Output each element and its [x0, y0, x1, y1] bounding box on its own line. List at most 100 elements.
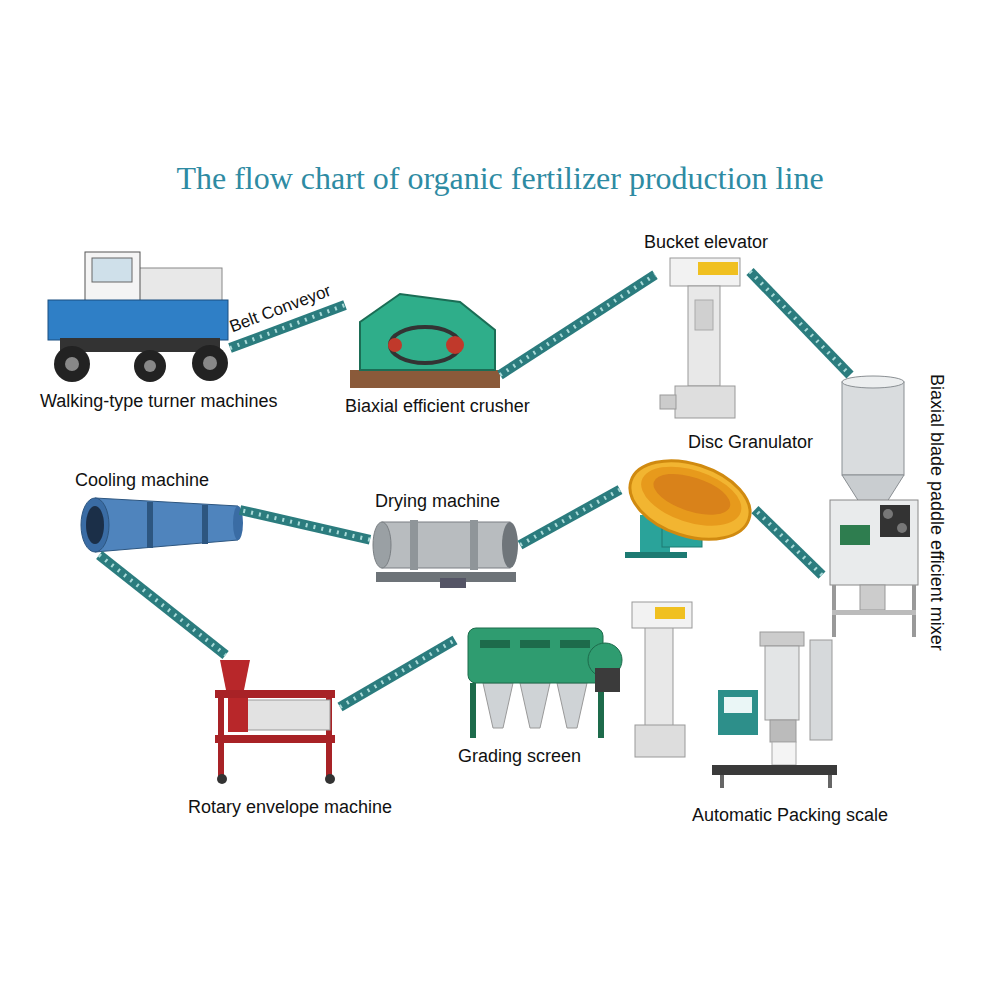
turner-body — [48, 300, 228, 340]
screen-hopper — [557, 683, 587, 728]
machine-label: Bucket elevator — [644, 232, 768, 253]
coater-frame — [215, 690, 335, 698]
belt-conveyor — [750, 272, 850, 376]
drying-machine — [373, 520, 518, 588]
conveyor-truss — [340, 640, 455, 707]
elevator-head — [632, 602, 692, 628]
machine-label: Grading screen — [458, 746, 581, 767]
bucket-elevator — [632, 602, 692, 757]
dryer-motor — [440, 578, 466, 588]
disc-inner — [649, 466, 736, 523]
screen-slot — [480, 640, 510, 648]
dryer-band — [470, 520, 478, 570]
machine-label: Automatic Packing scale — [692, 805, 888, 826]
mixer-outlet — [860, 585, 885, 610]
conveyor-truss — [520, 490, 620, 545]
machine-node: Walking-type turner machines — [40, 245, 230, 385]
scale-control-box — [718, 690, 758, 735]
dryer-drum — [382, 522, 510, 568]
scale-clamp — [770, 720, 796, 742]
elevator-column — [645, 626, 673, 726]
machine-label: Walking-type turner machines — [40, 391, 277, 412]
machine-node: Drying machine — [370, 515, 520, 590]
disc-rim — [620, 447, 760, 554]
cooler-opening — [86, 506, 104, 544]
screen-drum — [468, 628, 603, 683]
conveyor-belt — [99, 555, 225, 655]
belt-conveyor — [340, 640, 455, 707]
machine-node: Rotary envelope machine — [210, 655, 340, 785]
conveyor-label: Belt Conveyor — [227, 281, 334, 337]
elevator-boot — [635, 725, 685, 757]
mixer-machine — [830, 376, 918, 637]
disc-granulator — [620, 447, 760, 558]
machine-label: Biaxial efficient crusher — [345, 396, 530, 417]
crusher-machine — [350, 294, 500, 388]
scale-leg — [828, 775, 832, 788]
crusher-pulley — [388, 338, 402, 352]
scale-leg — [720, 775, 724, 788]
cooler-drum — [95, 498, 238, 552]
machine-node: Disc Granulator — [620, 455, 755, 560]
bucket-elevator — [660, 258, 740, 418]
conveyor-belt — [500, 275, 655, 375]
dryer-band — [410, 520, 418, 570]
elevator-column — [688, 286, 720, 386]
packing-scale — [712, 632, 837, 788]
conveyor-belt — [340, 640, 455, 707]
turner-window — [92, 258, 132, 282]
mixer-frame — [830, 500, 918, 585]
crusher-body — [360, 294, 495, 370]
turner-wheel — [54, 346, 90, 382]
belt-conveyor — [500, 275, 655, 375]
mixer-pulley — [897, 523, 907, 533]
screen-hopper — [520, 683, 550, 728]
turner-machine — [48, 252, 228, 382]
machine-node: Biaxial blade paddle efficient mixer — [822, 375, 922, 640]
chart-title: The flow chart of organic fertilizer pro… — [0, 160, 1000, 197]
machine-label: Cooling machine — [75, 470, 209, 491]
scale-conveyor — [712, 765, 837, 775]
belt-conveyor — [755, 510, 822, 575]
cooling-machine — [81, 498, 243, 552]
conveyor-belt — [750, 272, 850, 376]
turner-wheel — [134, 350, 166, 382]
elevator-cap — [655, 607, 685, 619]
dryer-end — [373, 522, 391, 568]
conveyor-belt — [240, 510, 370, 540]
belt-conveyor — [520, 490, 620, 545]
turner-hub — [65, 357, 79, 371]
machine-node: Grading screen — [455, 615, 625, 740]
coater-drum — [245, 700, 330, 730]
machine-label: Disc Granulator — [688, 432, 813, 453]
crusher-pulley — [446, 336, 464, 354]
conveyor-truss — [500, 275, 655, 375]
scale-tower — [810, 640, 832, 740]
scale-hopper — [760, 632, 804, 646]
conveyor-truss — [750, 272, 850, 376]
turner-underframe — [60, 338, 220, 352]
conveyor-belt — [520, 490, 620, 545]
cooler-band — [202, 505, 208, 544]
screen-leg — [470, 683, 476, 738]
machine-label: Drying machine — [375, 491, 500, 512]
conveyor-belt — [755, 510, 822, 575]
conveyor-truss — [99, 555, 225, 655]
coater-cap — [228, 698, 248, 732]
turner-wheel — [192, 345, 228, 381]
machine-node: Automatic Packing scale — [710, 630, 840, 790]
dryer-end — [502, 522, 518, 568]
scale-column — [765, 646, 799, 720]
cooler-mouth — [81, 498, 109, 552]
cooler-band — [147, 502, 153, 548]
mixer-tank — [842, 382, 904, 475]
elevator-inlet — [660, 395, 676, 409]
elevator-cap — [698, 262, 738, 275]
machine-label: Rotary envelope machine — [188, 797, 392, 818]
machine-node: Biaxial efficient crusher — [345, 290, 500, 390]
elevator-boot — [675, 386, 735, 418]
coater-frame — [215, 735, 335, 743]
scale-panel — [724, 697, 752, 713]
turner-cover — [130, 268, 222, 304]
